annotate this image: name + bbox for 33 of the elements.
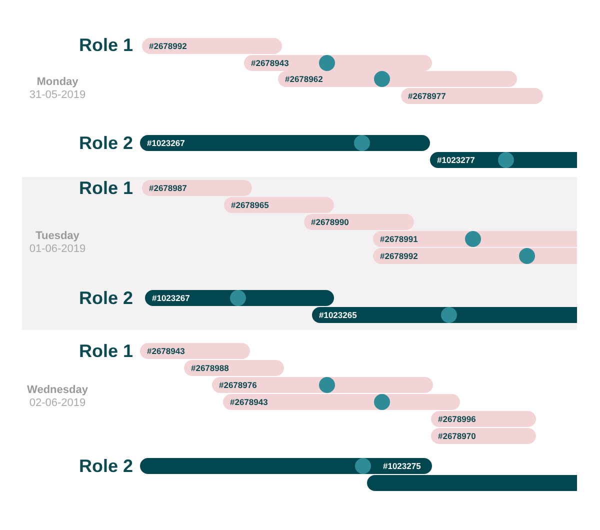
task-bar bbox=[367, 475, 577, 491]
task-bar: #1023277 bbox=[430, 152, 577, 168]
task-bar: #2678988 bbox=[184, 360, 284, 376]
role-heading: Role 1 bbox=[78, 34, 133, 56]
task-bar: #2678977 bbox=[401, 88, 543, 104]
date-text: 31-05-2019 bbox=[28, 88, 87, 102]
task-bar: #2678943 bbox=[244, 55, 432, 71]
day-name: Monday bbox=[36, 75, 80, 89]
day-name: Tuesday bbox=[34, 229, 80, 243]
task-bar: #2678970 bbox=[431, 428, 536, 444]
role-heading: Role 2 bbox=[78, 455, 133, 477]
task-bar: #1023267 bbox=[145, 290, 334, 306]
task-bar: #2678992 bbox=[142, 38, 282, 54]
date-text: 02-06-2019 bbox=[28, 396, 87, 410]
task-bar: #2678992 bbox=[373, 248, 577, 264]
task-bar: #1023275 bbox=[140, 458, 432, 474]
role-heading: Role 1 bbox=[78, 340, 133, 362]
task-bar: #2678943 bbox=[140, 343, 250, 359]
task-bar: #2678965 bbox=[224, 197, 334, 213]
task-bar: #1023267 bbox=[140, 135, 430, 151]
task-bar: #2678987 bbox=[142, 180, 252, 196]
role-heading: Role 2 bbox=[78, 287, 133, 309]
task-bar: #2678976 bbox=[212, 377, 433, 393]
role-heading: Role 2 bbox=[78, 132, 133, 154]
task-bar: #1023265 bbox=[312, 307, 577, 323]
role-heading: Role 1 bbox=[78, 177, 133, 199]
date-text: 01-06-2019 bbox=[28, 242, 87, 256]
task-bar: #2678962 bbox=[278, 71, 517, 87]
task-bar: #2678990 bbox=[304, 214, 414, 230]
task-bar: #2678943 bbox=[223, 394, 460, 410]
day-name: Wednesday bbox=[26, 383, 89, 397]
task-bar: #2678996 bbox=[431, 411, 536, 427]
task-bar: #2678991 bbox=[373, 231, 577, 247]
